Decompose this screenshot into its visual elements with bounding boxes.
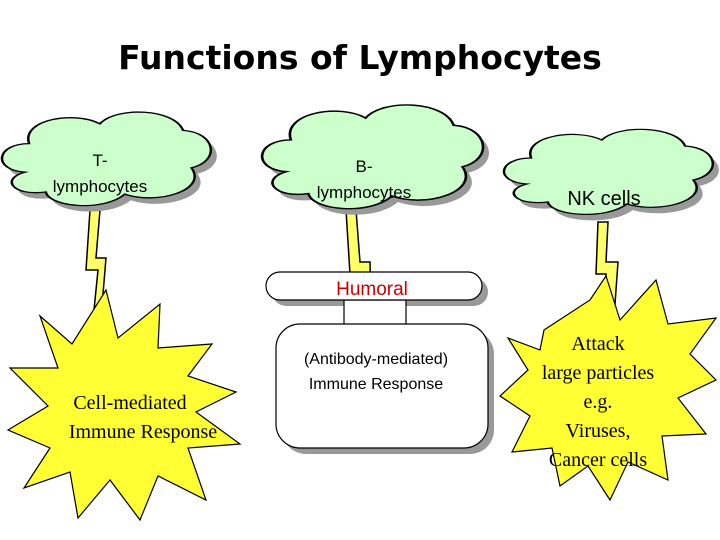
star-nk-attack: Attack large particles e.g. Viruses, Can…: [499, 274, 718, 502]
star-right-line2: large particles: [542, 362, 655, 384]
cloud-b-line1: B-: [356, 157, 373, 176]
humoral-tab-label: Humoral: [336, 279, 408, 300]
humoral-body-line1: (Antibody-mediated): [304, 351, 448, 368]
star-left-line1: Cell-mediated: [73, 392, 186, 414]
star-right-line3: e.g.: [584, 391, 613, 413]
cloud-nk-label: NK cells: [567, 188, 640, 210]
cloud-nk-cells: NK cells: [502, 128, 719, 221]
cloud-t-lymphocytes: T- lymphocytes: [0, 110, 217, 212]
star-left-line2: Immune Response: [69, 421, 217, 443]
cloud-b-line2: lymphocytes: [317, 183, 411, 202]
humoral-body-line2: Immune Response: [309, 376, 443, 393]
cloud-b-lymphocytes: B- lymphocytes: [260, 103, 489, 215]
star-right-line1: Attack: [571, 333, 624, 355]
humoral-response-box: Humoral (Antibody-mediated) Immune Respo…: [265, 271, 494, 454]
star-right-line4: Viruses,: [566, 420, 631, 442]
cloud-t-line2: lymphocytes: [53, 177, 147, 196]
cloud-t-line1: T-: [92, 151, 107, 170]
page-title: Functions of Lymphocytes: [118, 38, 602, 77]
star-right-line5: Cancer cells: [549, 449, 647, 471]
star-cell-mediated: Cell-mediated Immune Response: [6, 288, 242, 522]
